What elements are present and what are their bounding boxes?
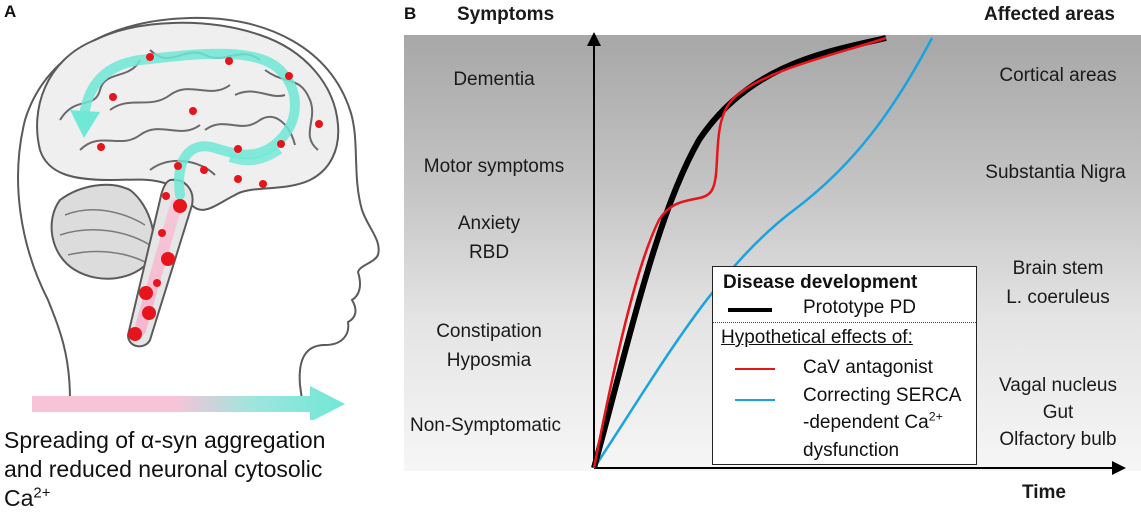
legend-hypothetical-label: Hypothetical effects of: <box>721 327 913 348</box>
symptom-hyposmia: Hyposmia <box>446 350 532 371</box>
x-axis-label: Time <box>1022 482 1067 503</box>
cerebellum <box>50 183 155 280</box>
y-axis-arrowhead <box>587 32 601 46</box>
legend-box: Disease development Prototype PD Hypothe… <box>712 266 977 465</box>
alpha-syn-aggregates <box>97 53 323 341</box>
legend-divider <box>713 322 976 323</box>
spread-arrow-head-a <box>70 110 100 138</box>
legend-serca-line2: -dependent Ca2+ <box>803 409 943 433</box>
symptom-non-symptomatic: Non-Symptomatic <box>410 415 561 436</box>
legend-prototype-label: Prototype PD <box>803 297 916 318</box>
cav-antagonist-curve <box>592 36 887 469</box>
head-outline <box>17 16 380 401</box>
panel-a-caption: Spreading of α-syn aggregation and reduc… <box>4 426 399 513</box>
legend-swatch-prototype <box>728 308 772 312</box>
prototype-pd-curve <box>591 35 887 469</box>
area-gut: Gut <box>1042 402 1074 423</box>
area-vagal-nucleus: Vagal nucleus <box>999 375 1117 396</box>
area-brain-stem: Brain stem <box>1012 258 1104 279</box>
legend-title: Disease development <box>723 272 918 293</box>
symptoms-header: Symptoms <box>457 4 555 25</box>
area-olfactory-bulb: Olfactory bulb <box>999 429 1117 450</box>
spreading-arrow-bottom <box>32 386 345 420</box>
spread-arrow-stem <box>80 48 300 200</box>
legend-cav-label: CaV antagonist <box>803 357 933 378</box>
x-axis-arrowhead <box>1112 461 1126 475</box>
symptom-constipation: Constipation <box>436 321 542 342</box>
caption-line-3: Ca2+ <box>4 484 51 511</box>
caption-line-2: and reduced neuronal cytosolic <box>4 456 323 482</box>
symptom-rbd: RBD <box>468 242 510 263</box>
symptom-anxiety: Anxiety <box>457 213 521 234</box>
spread-arrow-lower <box>228 146 283 166</box>
area-cortical: Cortical areas <box>999 65 1117 86</box>
caption-line-1: Spreading of α-syn aggregation <box>4 427 326 453</box>
legend-swatch-cav <box>735 368 775 370</box>
panel-b-label: B <box>404 4 417 23</box>
serca-curve <box>592 37 934 469</box>
area-locus-coeruleus: L. coeruleus <box>1006 287 1110 308</box>
progression-diagram <box>587 32 1126 475</box>
legend-serca-line1: Correcting SERCA <box>803 385 962 406</box>
brain-head-illustration <box>17 16 380 420</box>
area-substantia-nigra: Substantia Nigra <box>985 162 1126 183</box>
affected-areas-header: Affected areas <box>984 4 1115 25</box>
symptom-dementia: Dementia <box>453 69 535 90</box>
legend-serca-line3: dysfunction <box>803 440 900 461</box>
symptom-motor: Motor symptoms <box>423 156 565 177</box>
legend-swatch-serca <box>735 399 775 401</box>
panel-a-label: A <box>4 2 17 21</box>
